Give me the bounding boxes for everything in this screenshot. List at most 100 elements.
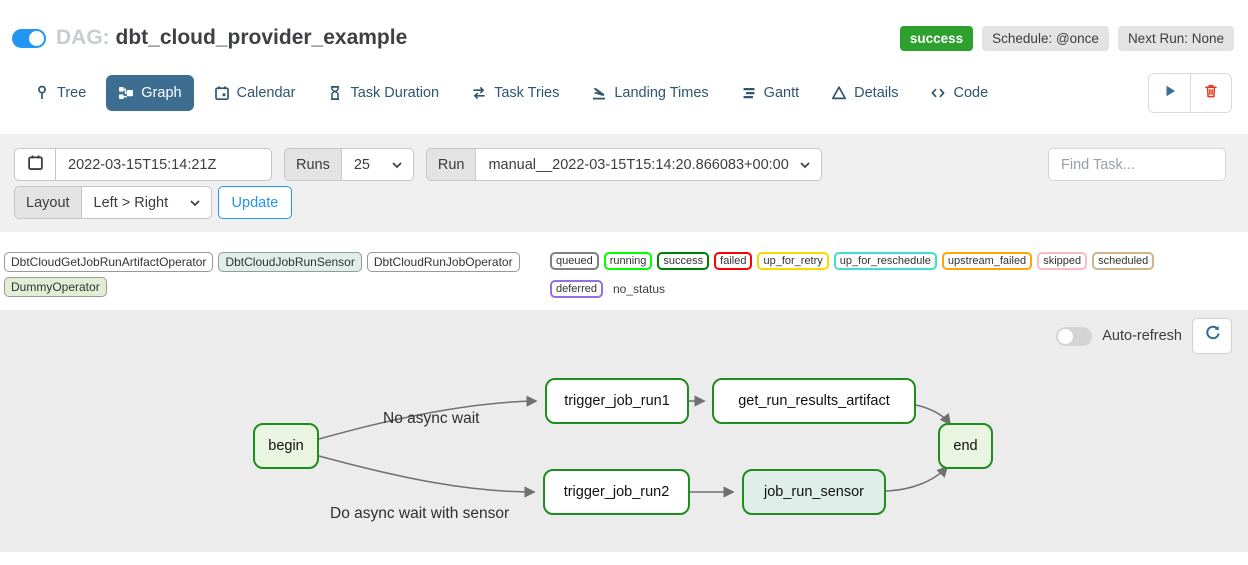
status-legend: queued running success failed up_for_ret… [550, 252, 1244, 298]
dag-action-buttons [1148, 73, 1232, 113]
header-badges: success Schedule: @once Next Run: None [899, 25, 1234, 51]
run-select[interactable]: manual__2022-03-15T15:14:20.866083+00:00 [476, 148, 822, 181]
toggle-knob [29, 30, 44, 46]
tab-landing-times[interactable]: Landing Times [579, 75, 720, 111]
status-pill[interactable]: failed [714, 252, 753, 270]
filter-panel: Runs 25 Run manual__2022-03-15T15:14:20.… [0, 134, 1248, 232]
status-pill[interactable]: up_for_retry [757, 252, 829, 270]
next-run-badge: Next Run: None [1117, 25, 1234, 51]
edge-label: Do async wait with sensor [330, 505, 510, 522]
chevron-down-icon [391, 161, 403, 169]
dag-header: DAG: dbt_cloud_provider_example success … [0, 0, 1248, 58]
calendar-icon [214, 85, 230, 101]
status-pill[interactable]: scheduled [1092, 252, 1155, 270]
task-node-trigger-job-run2[interactable]: trigger_job_run2 [543, 469, 690, 515]
status-pill[interactable]: skipped [1037, 252, 1088, 270]
tab-label: Task Duration [350, 85, 440, 101]
dag-edges [318, 395, 952, 498]
refresh-icon [1204, 325, 1221, 347]
runs-select[interactable]: 25 [341, 148, 414, 181]
tab-label: Landing Times [614, 85, 709, 101]
operator-pill: DummyOperator [4, 277, 107, 297]
run-label: Run [425, 148, 477, 181]
tab-label: Graph [141, 85, 182, 101]
retry-arrows-icon [471, 85, 487, 101]
layout-label: Layout [14, 186, 82, 219]
status-pill[interactable]: up_for_reschedule [833, 252, 937, 270]
refresh-controls: Auto-refresh [1056, 318, 1232, 354]
dag-prefix-label: DAG: [56, 26, 110, 49]
trigger-dag-button[interactable] [1149, 74, 1190, 112]
hourglass-icon [327, 85, 343, 101]
tab-label: Details [854, 85, 899, 101]
date-picker-button[interactable] [14, 148, 56, 181]
task-node-get-run-results-artifact[interactable]: get_run_results_artifact [712, 378, 916, 424]
status-pill[interactable]: success [657, 252, 710, 270]
chevron-down-icon [189, 199, 201, 207]
layout-value: Left > Right [93, 194, 169, 211]
tab-task-tries[interactable]: Task Tries [459, 75, 571, 111]
task-node-job-run-sensor[interactable]: job_run_sensor [742, 469, 886, 515]
gantt-icon [741, 85, 757, 101]
status-label-no-status: no_status [612, 282, 666, 296]
schedule-badge[interactable]: Schedule: @once [982, 25, 1109, 51]
tab-calendar[interactable]: Calendar [202, 75, 308, 111]
dag-graph-panel: Auto-refresh begin trigger_job_run1 get_… [0, 310, 1248, 552]
status-badge: success [899, 25, 974, 51]
run-group: Run manual__2022-03-15T15:14:20.866083+0… [425, 148, 822, 181]
filter-row-2: Layout Left > Right Update [14, 186, 1234, 219]
operator-pill: DbtCloudJobRunSensor [218, 252, 362, 272]
tab-label: Task Tries [494, 85, 560, 101]
status-pill[interactable]: queued [550, 252, 599, 270]
dag-id: dbt_cloud_provider_example [115, 26, 408, 49]
tab-label: Code [953, 85, 989, 101]
operator-pill: DbtCloudRunJobOperator [366, 252, 520, 272]
tab-gantt[interactable]: Gantt [729, 75, 811, 111]
tab-code[interactable]: Code [918, 75, 1000, 111]
layout-group: Layout Left > Right [14, 186, 212, 219]
tab-graph[interactable]: Graph [106, 75, 194, 111]
task-node-end[interactable]: end [938, 423, 993, 469]
view-tabs: Tree Graph Calendar Task Duration Task T… [22, 70, 1232, 116]
task-node-trigger-job-run1[interactable]: trigger_job_run1 [545, 378, 689, 424]
toggle-knob [1058, 328, 1074, 344]
tab-tree[interactable]: Tree [22, 75, 98, 111]
calendar-icon [27, 154, 44, 176]
chevron-down-icon [799, 161, 811, 169]
tab-details[interactable]: Details [819, 75, 910, 111]
triangle-icon [831, 85, 847, 101]
task-node-begin[interactable]: begin [253, 423, 319, 469]
operator-pill: DbtCloudGetJobRunArtifactOperator [4, 252, 214, 272]
auto-refresh-label: Auto-refresh [1102, 328, 1182, 344]
plane-landing-icon [591, 85, 607, 101]
execution-date-input[interactable] [56, 148, 272, 181]
page-title: DAG: dbt_cloud_provider_example [56, 26, 407, 50]
tab-task-duration[interactable]: Task Duration [315, 75, 451, 111]
status-pill[interactable]: upstream_failed [941, 252, 1033, 270]
tab-label: Gantt [763, 85, 800, 101]
operator-legend: DbtCloudGetJobRunArtifactOperator DbtClo… [4, 252, 544, 297]
layout-select[interactable]: Left > Right [81, 186, 212, 219]
trash-icon [1203, 83, 1219, 104]
runs-label: Runs [284, 148, 342, 181]
tree-icon [34, 85, 50, 101]
filter-row-1: Runs 25 Run manual__2022-03-15T15:14:20.… [14, 148, 1234, 181]
runs-value: 25 [353, 156, 370, 173]
legend: DbtCloudGetJobRunArtifactOperator DbtClo… [4, 252, 1244, 298]
update-button[interactable]: Update [217, 186, 293, 219]
runs-group: Runs 25 [284, 148, 414, 181]
code-icon [930, 85, 946, 101]
delete-dag-button[interactable] [1190, 74, 1231, 112]
refresh-button[interactable] [1192, 318, 1232, 354]
graph-icon [118, 85, 134, 101]
play-icon [1162, 83, 1178, 104]
edge-label: No async wait [383, 410, 480, 427]
tab-label: Tree [57, 85, 87, 101]
status-pill[interactable]: deferred [550, 280, 603, 298]
execution-date-group [14, 148, 272, 181]
auto-refresh-toggle[interactable] [1056, 326, 1093, 346]
tab-label: Calendar [236, 85, 296, 101]
find-task-input[interactable] [1048, 148, 1226, 181]
status-pill[interactable]: running [603, 252, 653, 270]
dag-pause-toggle[interactable] [12, 28, 46, 48]
